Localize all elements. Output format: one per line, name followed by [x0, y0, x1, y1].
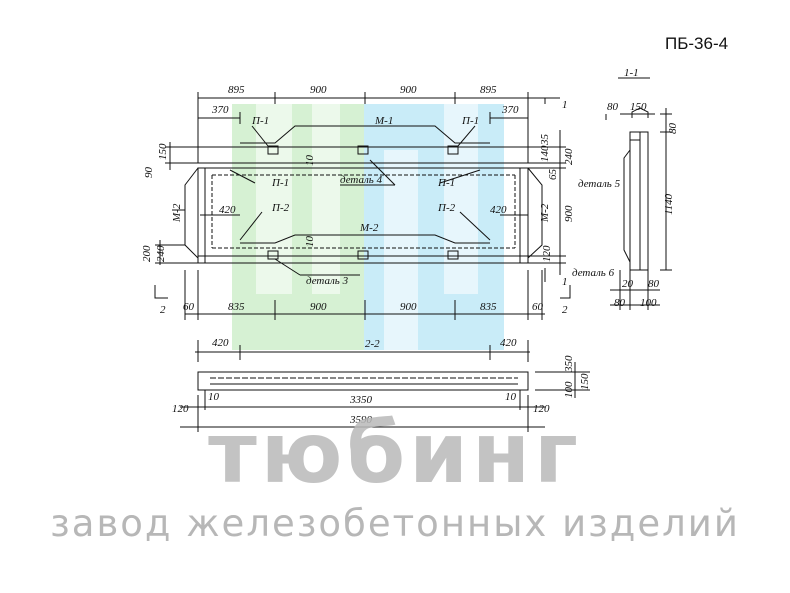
- dim-10-top: 10: [304, 155, 316, 167]
- dim-s11-80-right: 80: [667, 123, 679, 135]
- dim-left-200: 200: [141, 245, 153, 262]
- section-2-2-label: 2-2: [365, 338, 380, 350]
- dim-bottom-900-right: 900: [400, 301, 417, 313]
- dim-top-3: 900: [400, 84, 417, 96]
- dim-s22-420-right: 420: [500, 337, 517, 349]
- dim-s22-350: 350: [563, 355, 575, 373]
- dim-s11-20: 20: [622, 278, 634, 290]
- label-m2-right: М-2: [539, 203, 551, 223]
- dim-s11-80-top: 80: [607, 101, 619, 113]
- dim-top-1: 895: [228, 84, 245, 96]
- watermark-tagline: завод железобетонных изделий: [50, 502, 740, 545]
- watermark-brand: тюбинг: [208, 404, 582, 502]
- dim-right-35: 35: [539, 134, 551, 147]
- dim-left-240: 240: [155, 245, 167, 262]
- label-p1-top-right: П-1: [461, 115, 479, 127]
- dim-right-120: 120: [541, 245, 553, 262]
- dim-s22-420-left: 420: [212, 337, 229, 349]
- dim-s11-80-bottom: 80: [648, 278, 660, 290]
- dim-420-left: 420: [219, 204, 236, 216]
- label-m1: М-1: [374, 115, 393, 127]
- label-m2: М-2: [359, 222, 379, 234]
- label-p2-left: П-2: [271, 202, 290, 214]
- dim-s22-100: 100: [563, 381, 575, 398]
- dim-s22-120-left: 120: [172, 403, 189, 415]
- dim-bottom-835-right: 835: [480, 301, 497, 313]
- dim-s22-10-left: 10: [208, 391, 220, 403]
- dim-right-65: 65: [547, 169, 559, 181]
- section-mark-1-top: 1: [562, 99, 568, 111]
- dim-s11-1140: 1140: [663, 193, 675, 215]
- dim-s11-80-lower: 80: [614, 297, 626, 309]
- section-1-1-label: 1-1: [624, 67, 639, 79]
- dim-bottom-60-left: 60: [183, 301, 195, 313]
- label-m2-left: М-2: [171, 203, 183, 223]
- dim-10-bottom: 10: [304, 236, 316, 248]
- label-p1-mid-right: П-1: [437, 177, 455, 189]
- section-mark-1-bottom: 1: [562, 276, 568, 288]
- dim-right-900: 900: [563, 205, 575, 222]
- label-detail-5: деталь 5: [578, 178, 621, 190]
- dim-right-240: 240: [563, 148, 575, 165]
- dim-top-sub-1: 370: [211, 104, 229, 116]
- dim-s22-120-right: 120: [533, 403, 550, 415]
- label-detail-6: деталь 6: [572, 267, 615, 279]
- dim-left-90: 90: [143, 167, 155, 179]
- label-detail-3: деталь 3: [306, 275, 349, 287]
- dim-s11-150: 150: [630, 101, 647, 113]
- label-p1-top-left: П-1: [251, 115, 269, 127]
- dim-s22-3350: 3350: [349, 394, 373, 406]
- section-mark-2-right: 2: [562, 304, 568, 316]
- dim-s22-10-right: 10: [505, 391, 517, 403]
- dim-s11-100: 100: [640, 297, 657, 309]
- dim-top-4: 895: [480, 84, 497, 96]
- dim-left-150: 150: [157, 143, 169, 160]
- label-detail-4: деталь 4: [340, 174, 383, 186]
- section-mark-2-left: 2: [160, 304, 166, 316]
- dim-420-right: 420: [490, 204, 507, 216]
- dim-s22-3590: 3590: [349, 414, 373, 426]
- dim-bottom-900-left: 900: [310, 301, 327, 313]
- logo-green-block: [232, 104, 364, 350]
- dim-right-140: 140: [539, 145, 551, 162]
- label-p2-right: П-2: [437, 202, 456, 214]
- dim-top-sub-2: 370: [501, 104, 519, 116]
- drawing-title: ПБ-36-4: [665, 34, 729, 53]
- dim-bottom-835-left: 835: [228, 301, 245, 313]
- dim-bottom-60-right: 60: [532, 301, 544, 313]
- label-p1-mid-left: П-1: [271, 177, 289, 189]
- dim-top-2: 900: [310, 84, 327, 96]
- dim-s22-150: 150: [579, 373, 591, 390]
